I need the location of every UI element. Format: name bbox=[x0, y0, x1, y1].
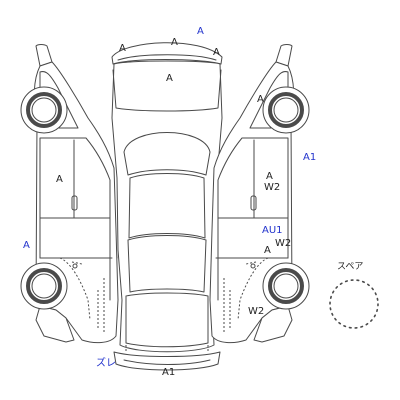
mark-left-rear-top: A bbox=[257, 94, 264, 105]
mark-right-door-a: A bbox=[266, 171, 273, 182]
hood bbox=[125, 292, 209, 348]
mark-top-edge: A bbox=[197, 26, 204, 37]
rear-bumper bbox=[111, 42, 223, 65]
mark-top-rear-center: A bbox=[171, 37, 178, 48]
car-left-side-view bbox=[20, 44, 119, 344]
mark-right-edge: A1 bbox=[303, 152, 317, 163]
mark-top-rear-right: A bbox=[213, 47, 220, 58]
front-bumper bbox=[113, 351, 221, 371]
mark-left-door: A bbox=[56, 174, 63, 185]
mark-roof-rear: A bbox=[166, 73, 173, 84]
car-right-side-view bbox=[209, 44, 310, 344]
mark-right-a-lower: A bbox=[264, 245, 271, 256]
mark-right-w2-lower: W2 bbox=[275, 238, 292, 249]
mark-front-bumper: A1 bbox=[162, 367, 176, 378]
mark-front-left-shift: ズレ bbox=[96, 358, 116, 369]
mark-left-edge: A bbox=[23, 240, 30, 251]
spare-label: スペア bbox=[337, 262, 364, 272]
mark-right-door-w2: W2 bbox=[264, 182, 281, 193]
car-body bbox=[111, 60, 223, 353]
mark-top-rear-left: A bbox=[119, 43, 126, 54]
rear-window bbox=[123, 132, 211, 176]
roof bbox=[128, 173, 206, 239]
windshield bbox=[127, 235, 207, 293]
mark-right-au1: AU1 bbox=[262, 225, 283, 236]
mark-right-front-w2: W2 bbox=[248, 306, 265, 317]
spare-tire-ring bbox=[329, 279, 379, 329]
